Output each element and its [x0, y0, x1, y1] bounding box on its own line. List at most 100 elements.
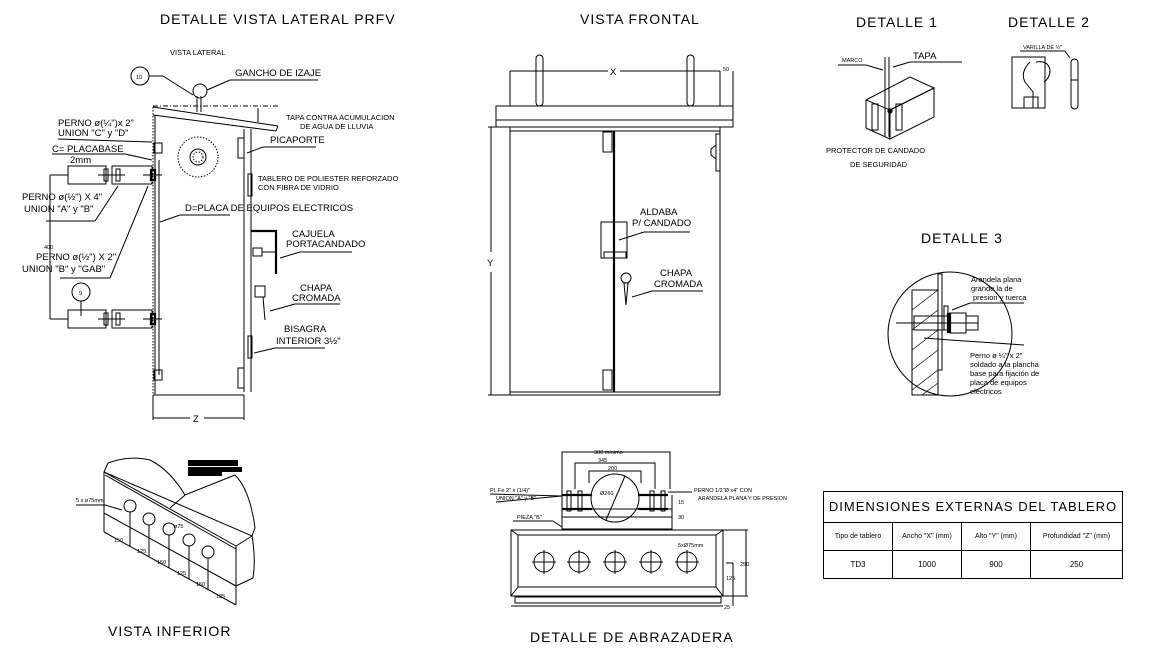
lateral-view: VISTA LATERAL 10 GANCHO DE IZAJE TAPA CO… — [22, 48, 398, 425]
title-detalle2: DETALLE 2 — [1008, 14, 1090, 30]
cell-tipo: TD3 — [824, 551, 893, 578]
label-holes-abr: 5xØ75mm — [678, 543, 704, 549]
title-detalle1: DETALLE 1 — [856, 14, 938, 30]
dim-inf-5: 125 — [216, 594, 225, 600]
label-placa-d: D=PLACA DE EQUIPOS ELECTRICOS — [185, 203, 353, 214]
label-perno-d3-4: placa de equipos — [970, 378, 1027, 387]
vista-inferior: 5 x ø75mm 150 125 150 125 150 125 ø75 — [76, 457, 256, 606]
detalle-abrazadera: 380 mínimo 345 200 Ø260 15 30 PL Fe 2" x… — [489, 450, 787, 611]
label-arandela-2: grande la de — [971, 284, 1013, 293]
dim-15: 15 — [678, 500, 684, 506]
label-cajuela-2: PORTACANDADO — [286, 239, 365, 250]
th-profundidad: Profundidad "Z" (mm) — [1042, 533, 1111, 540]
lifting-hook-icon — [192, 83, 208, 99]
label-chapa-front-1: CHAPA — [660, 268, 693, 279]
label-perno-d3-2: soldado a la plancha — [970, 360, 1040, 369]
label-perno-cd-1: PERNO ø(¼")x 2" — [58, 118, 134, 129]
title-frontal: VISTA FRONTAL — [580, 11, 700, 27]
label-protector-2: DE SEGURIDAD — [850, 160, 908, 169]
label-tablero-2: CON FIBRA DE VIDRIO — [258, 183, 339, 192]
hook-icon — [1022, 61, 1051, 108]
cell-alto: 900 — [962, 551, 1031, 578]
callout-9-label: 9 — [79, 291, 82, 297]
label-picaporte: PICAPORTE — [270, 135, 325, 146]
dim-inf-4: 150 — [196, 582, 205, 588]
th-tipo: Tipo de tablero — [824, 523, 893, 550]
detalle-2: VARILLA DE ½" — [1011, 44, 1079, 110]
dim-z: Z — [193, 414, 199, 425]
th-ancho: Ancho "X" (mm) — [893, 523, 962, 550]
dim-345: 345 — [598, 458, 607, 464]
round-plate-icon — [177, 136, 219, 178]
label-perno-cd-2: UNION "C" y "D" — [58, 128, 129, 139]
label-chapa-lat-1: CHAPA — [300, 283, 333, 294]
dim-inf-2: 150 — [157, 560, 166, 566]
label-plfe-2: UNION "A" y "B" — [496, 496, 536, 502]
label-plfe-1: PL Fe 2" x (1/4)" — [490, 488, 530, 494]
dim-125: 125 — [726, 576, 735, 582]
label-arandela-3: presion y tuerca — [973, 293, 1027, 302]
label-bisagra-1: BISAGRA — [284, 324, 327, 335]
th-alto: Alto "Y" (mm) — [962, 523, 1031, 550]
label-chapa-lat-2: CROMADA — [292, 293, 341, 304]
table-title: DIMENSIONES EXTERNAS DEL TABLERO — [824, 492, 1122, 523]
label-tapa-d1: TAPA — [913, 51, 937, 62]
dim-250: 250 — [740, 562, 749, 568]
label-aldaba-2: P/ CANDADO — [632, 218, 691, 229]
cell-profundidad: 250 — [1069, 560, 1084, 569]
table-row: TD3 1000 900 250 — [824, 551, 1122, 578]
label-chapa-front-2: CROMADA — [654, 279, 703, 290]
label-perno-bg-1: PERNO ø(½") X 2" — [36, 252, 116, 263]
label-cajuela-1: CAJUELA — [292, 229, 335, 240]
label-bisagra-2: INTERIOR 3½" — [276, 336, 341, 347]
callout-10-label: 10 — [136, 75, 142, 81]
dim-380: 380 mínimo — [594, 450, 623, 456]
dim-30: 30 — [678, 515, 684, 521]
dim-hole: ø75 — [174, 524, 183, 530]
label-perno-d3-3: base para fijación de — [970, 369, 1039, 378]
holes-row — [532, 550, 699, 574]
label-placabase: C= PLACABASE — [52, 144, 124, 155]
label-gancho: GANCHO DE IZAJE — [235, 68, 321, 79]
label-varilla: VARILLA DE ½" — [1023, 44, 1062, 51]
label-perno-abr-1: PERNO 1/2"Ø x4" CON — [694, 488, 752, 494]
label-holes-inf: 5 x ø75mm — [76, 498, 104, 504]
title-detalle3: DETALLE 3 — [921, 230, 1003, 246]
detalle-3: Arandela plana grande la de presion y tu… — [887, 271, 1040, 397]
dim-inf-0: 150 — [114, 538, 123, 544]
dim-400: 400 — [44, 245, 53, 251]
label-perno-ab-2: UNION "A" y "B" — [24, 204, 93, 215]
label-pieza: PIEZA "B" — [517, 515, 542, 521]
dim-50: 50 — [723, 67, 729, 73]
dim-x: X — [610, 67, 617, 78]
title-abrazadera: DETALLE DE ABRAZADERA — [530, 629, 734, 645]
cell-ancho: 1000 — [893, 551, 962, 578]
label-2mm: 2mm — [70, 155, 91, 166]
title-inferior: VISTA INFERIOR — [108, 623, 231, 639]
detalle-1: MARCO TAPA PROTECTOR DE CANDADO DE SEGUR… — [826, 51, 962, 169]
label-marco: MARCO — [842, 58, 863, 64]
label-aldaba-1: ALDABA — [640, 207, 678, 218]
dim-200: 200 — [608, 466, 617, 472]
label-perno-d3-5: eléctricos — [970, 387, 1002, 396]
table-header-row: Tipo de tablero Ancho "X" (mm) Alto "Y" … — [824, 523, 1122, 551]
label-perno-d3-1: Perno ø ¼" x 2" — [970, 351, 1023, 360]
dim-25: 25 — [724, 605, 730, 611]
dim-inf-1: 125 — [137, 549, 146, 555]
dim-inf-3: 125 — [177, 571, 186, 577]
frontal-view: X 50 ALDABA P/ CANDADO CHAPA CROMADA — [487, 54, 734, 396]
label-tapa-1: TAPA CONTRA ACUMULACION — [286, 113, 395, 122]
lateral-subtitle: VISTA LATERAL — [170, 48, 226, 57]
label-perno-bg-2: UNION "B" y "GAB" — [22, 264, 105, 275]
dim-y: Y — [487, 258, 494, 269]
dimensions-table: DIMENSIONES EXTERNAS DEL TABLERO Tipo de… — [823, 491, 1123, 579]
lock-icon — [620, 272, 632, 284]
label-perno-ab-1: PERNO ø(½") X 4" — [22, 192, 102, 203]
label-protector-1: PROTECTOR DE CANDADO — [826, 146, 925, 155]
label-tablero-1: TABLERO DE POLIESTER REFORZADO — [258, 174, 398, 183]
title-lateral: DETALLE VISTA LATERAL PRFV — [160, 11, 396, 27]
dim-260: Ø260 — [600, 491, 613, 497]
label-tapa-2: DE AGUA DE LLUVIA — [300, 122, 373, 131]
label-perno-abr-2: ARANDELA PLANA Y DE PRESION — [698, 496, 787, 502]
